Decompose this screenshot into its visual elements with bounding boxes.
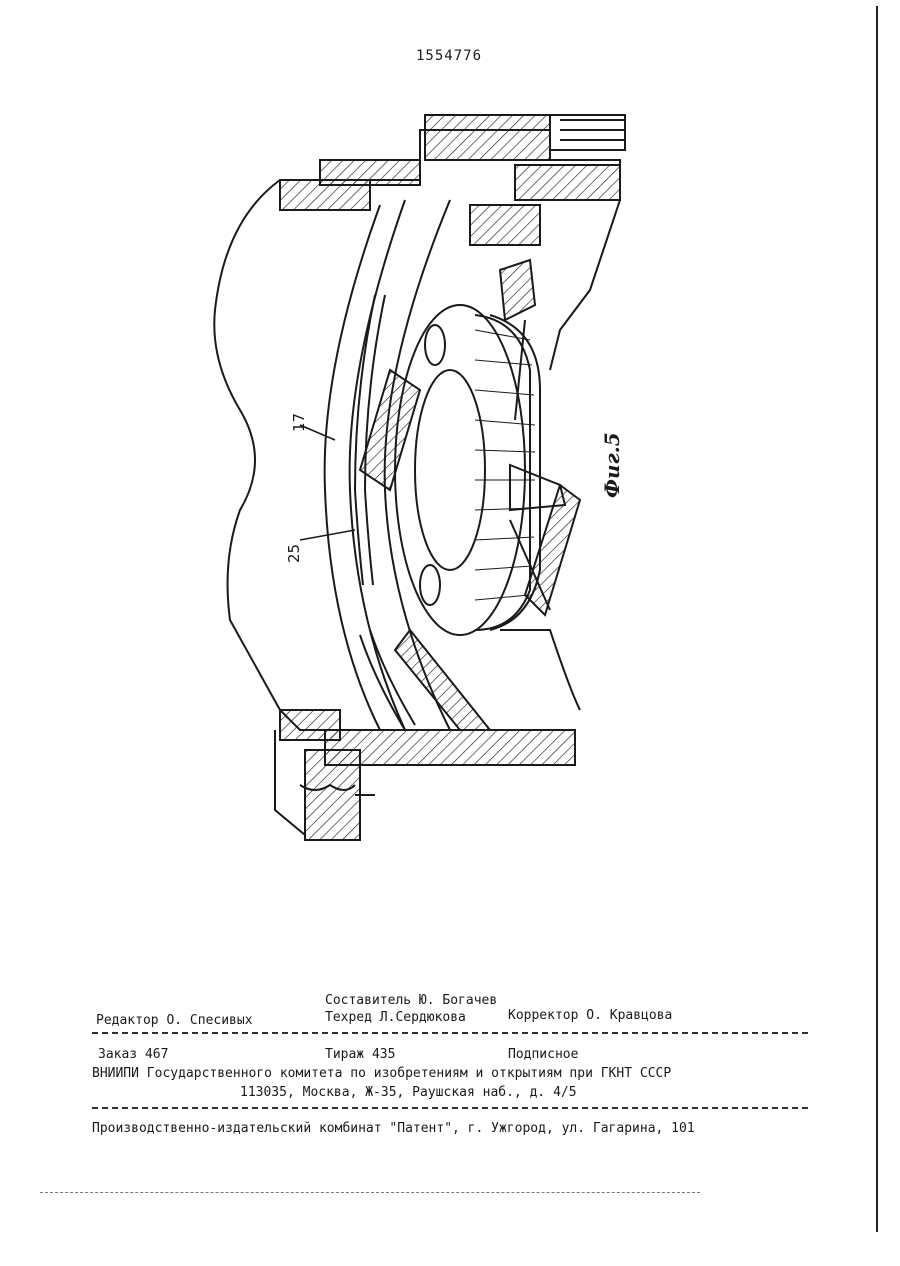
separator-top — [92, 1032, 808, 1034]
figure-caption: Фиг.5 — [600, 432, 624, 498]
circulation: Тираж 435 — [325, 1047, 395, 1062]
order-number: Заказ 467 — [98, 1047, 168, 1062]
ref-label-17: 17 — [290, 413, 308, 432]
org-line-1: ВНИИПИ Государственного комитета по изоб… — [92, 1066, 671, 1081]
patent-number: 1554776 — [416, 48, 482, 64]
separator-bottom — [92, 1107, 808, 1109]
footer-dashes — [40, 1192, 700, 1193]
editor-credit: Редактор О. Спесивых — [96, 1013, 253, 1028]
subscription: Подписное — [508, 1047, 578, 1062]
ref-label-25: 25 — [285, 544, 303, 563]
org-line-2: 113035, Москва, Ж-35, Раушская наб., д. … — [240, 1085, 577, 1100]
printer-line: Производственно-издательский комбинат "П… — [92, 1121, 695, 1136]
corrector-credit: Корректор О. Кравцова — [508, 1008, 672, 1023]
right-margin-rule — [876, 6, 878, 1232]
techred-credit: Техред Л.Сердюкова — [325, 1010, 466, 1025]
compiler-credit: Составитель Ю. Богачев — [325, 993, 497, 1008]
